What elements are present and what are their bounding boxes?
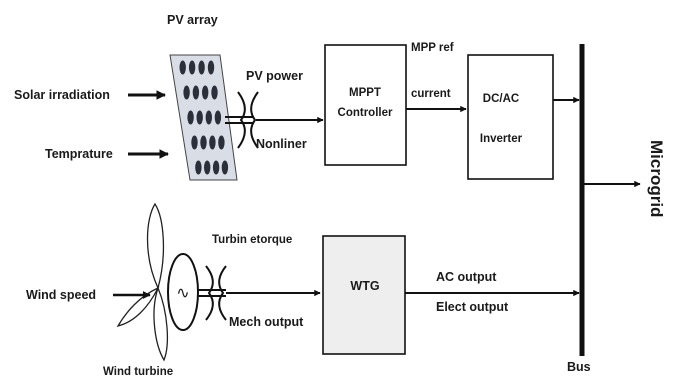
bus-label: Bus xyxy=(567,360,591,374)
ac-output-label: AC output xyxy=(436,270,497,284)
mppt-label: MPPT xyxy=(349,87,381,99)
temperature-label: Temprature xyxy=(45,147,113,161)
pv-cell xyxy=(207,60,215,75)
controller-label: Controller xyxy=(338,107,393,119)
solar-irradiation-label: Solar irradiation xyxy=(14,88,110,102)
pv-cell xyxy=(195,160,202,175)
pv-cell xyxy=(200,135,207,150)
pv-cell xyxy=(204,160,211,175)
turbine-torque-label: Turbin etorque xyxy=(212,234,292,246)
current-label: current xyxy=(411,88,451,100)
pv-cell xyxy=(209,135,216,150)
inverter-label: Inverter xyxy=(480,133,523,145)
pv-cell xyxy=(221,160,229,175)
pv-cell xyxy=(198,60,205,75)
wind-turbine-label: Wind turbine xyxy=(103,366,173,376)
pv-cell xyxy=(205,110,212,125)
wind-output-coupling xyxy=(198,265,227,321)
generator-circle xyxy=(167,253,199,331)
pv-output-coupling xyxy=(225,91,259,149)
pv-power-label: PV power xyxy=(246,69,303,83)
pv-cells xyxy=(179,60,229,175)
wtg-box xyxy=(322,235,406,355)
pv-cell xyxy=(179,60,186,75)
mppt-controller-box xyxy=(324,44,407,166)
ac-symbol-icon: ∿ xyxy=(176,285,189,302)
pv-array-panel xyxy=(169,54,238,181)
elect-output-label: Elect output xyxy=(436,300,509,314)
mech-output-label: Mech output xyxy=(229,315,304,329)
wind-turbine-blades xyxy=(116,202,168,362)
pv-cell xyxy=(196,110,203,125)
microgrid-label: Microgrid xyxy=(647,140,666,217)
pv-cell xyxy=(202,85,209,100)
pv-cell xyxy=(187,110,194,125)
pv-cell xyxy=(214,110,222,125)
pv-cell xyxy=(183,85,190,100)
pv-cell xyxy=(211,85,218,100)
pv-cell xyxy=(218,135,225,150)
pv-cell xyxy=(188,60,196,75)
pv-cell xyxy=(191,135,198,150)
mpp-ref-label: MPP ref xyxy=(411,42,454,54)
pv-cell xyxy=(212,160,220,175)
pv-array-label: PV array xyxy=(167,13,218,27)
wind-speed-label: Wind speed xyxy=(26,288,96,302)
dc-ac-label: DC/AC xyxy=(483,93,519,105)
nonliner-label: Nonliner xyxy=(256,137,307,151)
wtg-label: WTG xyxy=(350,279,379,293)
inverter-box xyxy=(467,54,554,180)
pv-cell xyxy=(192,85,200,100)
